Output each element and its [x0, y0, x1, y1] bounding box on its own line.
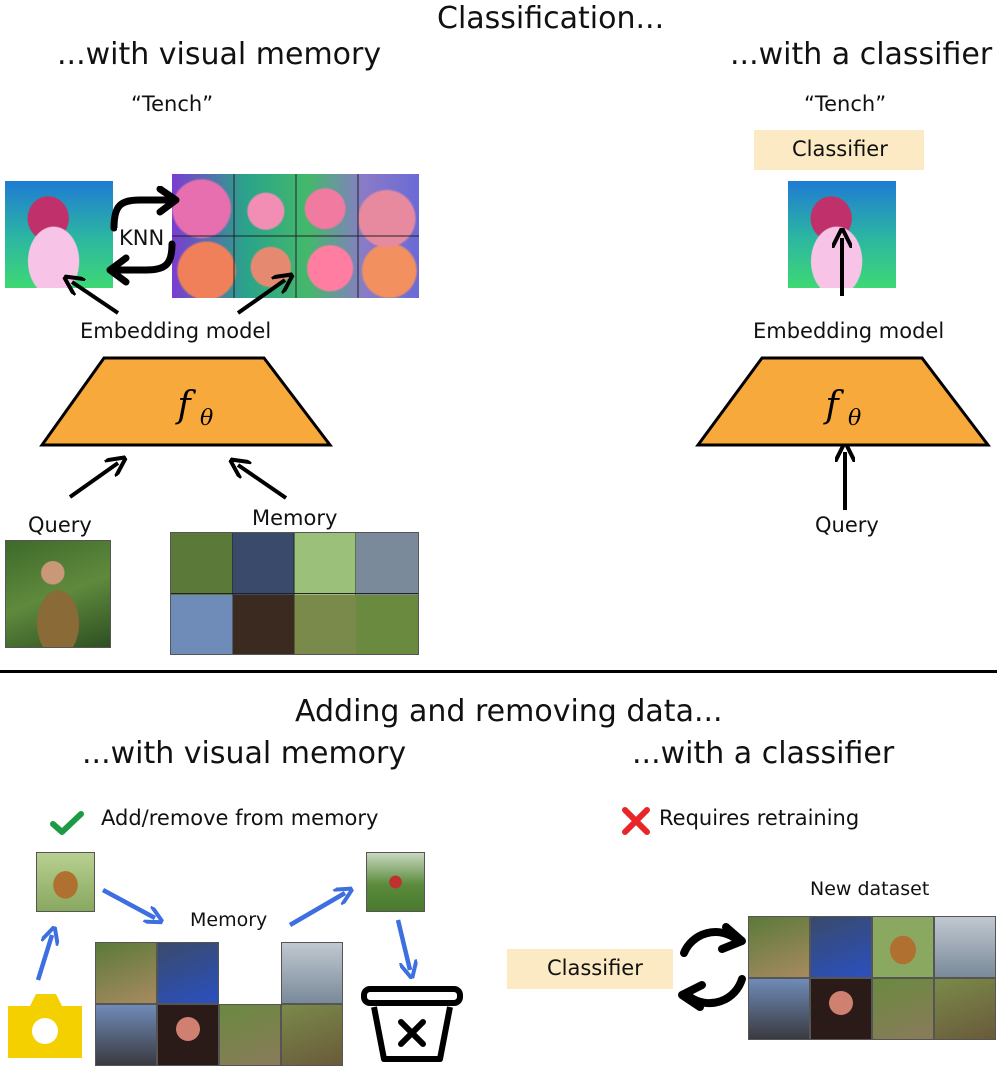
memory-photo-bottom-2: [157, 942, 219, 1004]
prediction-right: “Tench”: [804, 92, 887, 116]
removed-image-soccer: [366, 852, 425, 912]
memory-photo-bottom-3: [281, 942, 343, 1004]
memory-photo-bottom-6: [219, 1004, 281, 1066]
new-dataset-photo-3: [872, 916, 934, 978]
swap-arrows-icon: [106, 186, 180, 286]
arrows-top: [0, 0, 997, 510]
requires-retraining-note: Requires retraining: [659, 806, 860, 830]
classification-title: Classification...: [437, 1, 665, 36]
new-dataset-label: New dataset: [810, 878, 930, 900]
new-dataset-photo-2: [810, 916, 872, 978]
memory-photo-bottom-1: [95, 942, 157, 1004]
trash-icon: [361, 986, 463, 1062]
prediction-left: “Tench”: [131, 92, 214, 116]
new-dataset-photo-7: [872, 978, 934, 1040]
new-dataset-photo-8: [934, 978, 996, 1040]
classifier-box-bottom: [507, 949, 673, 989]
svg-text:θ: θ: [200, 406, 213, 431]
classifier-heading-bottom: ...with a classifier: [632, 736, 895, 771]
section-divider: [0, 670, 997, 673]
new-dataset-photo-1: [748, 916, 810, 978]
classifier-heading-top: ...with a classifier: [730, 37, 993, 72]
memory-photo-bottom-4: [95, 1004, 157, 1066]
embedding-model-trapezoid-left: f θ: [39, 356, 334, 447]
svg-text:θ: θ: [848, 406, 861, 431]
query-photo-left: [5, 540, 111, 648]
classifier-box-top: [754, 130, 924, 170]
query-label-left: Query: [28, 513, 92, 537]
memory-label-top: Memory: [252, 506, 338, 530]
visual-memory-heading-bottom: ...with visual memory: [82, 736, 407, 771]
cross-icon: [622, 807, 650, 835]
camera-icon: [8, 994, 82, 1058]
classifier-label-bottom: Classifier: [547, 956, 643, 980]
query-label-right: Query: [815, 513, 879, 537]
memory-label-bottom: Memory: [190, 909, 268, 931]
new-image-dog: [36, 852, 95, 912]
memory-photo-grid-top-lower: [171, 595, 418, 654]
new-dataset-photo-5: [748, 978, 810, 1040]
embedding-query-image-left: [5, 181, 113, 288]
new-dataset-photo-4: [934, 916, 996, 978]
embedding-model-label-right: Embedding model: [753, 319, 945, 343]
visual-memory-heading-top: ...with visual memory: [57, 37, 382, 72]
embedding-model-trapezoid-right: f θ: [695, 356, 992, 447]
adding-removing-title: Adding and removing data...: [295, 694, 723, 729]
add-remove-note: Add/remove from memory: [101, 806, 379, 830]
classifier-label-top: Classifier: [792, 137, 888, 161]
memory-photo-bottom-7: [281, 1004, 343, 1066]
memory-photo-bottom-5: [157, 1004, 219, 1066]
cycle-arrows-icon: [678, 923, 746, 1011]
check-icon: [50, 811, 84, 835]
knn-label: KNN: [117, 226, 167, 250]
embedding-model-label-left: Embedding model: [80, 319, 272, 343]
new-dataset-photo-6: [810, 978, 872, 1040]
